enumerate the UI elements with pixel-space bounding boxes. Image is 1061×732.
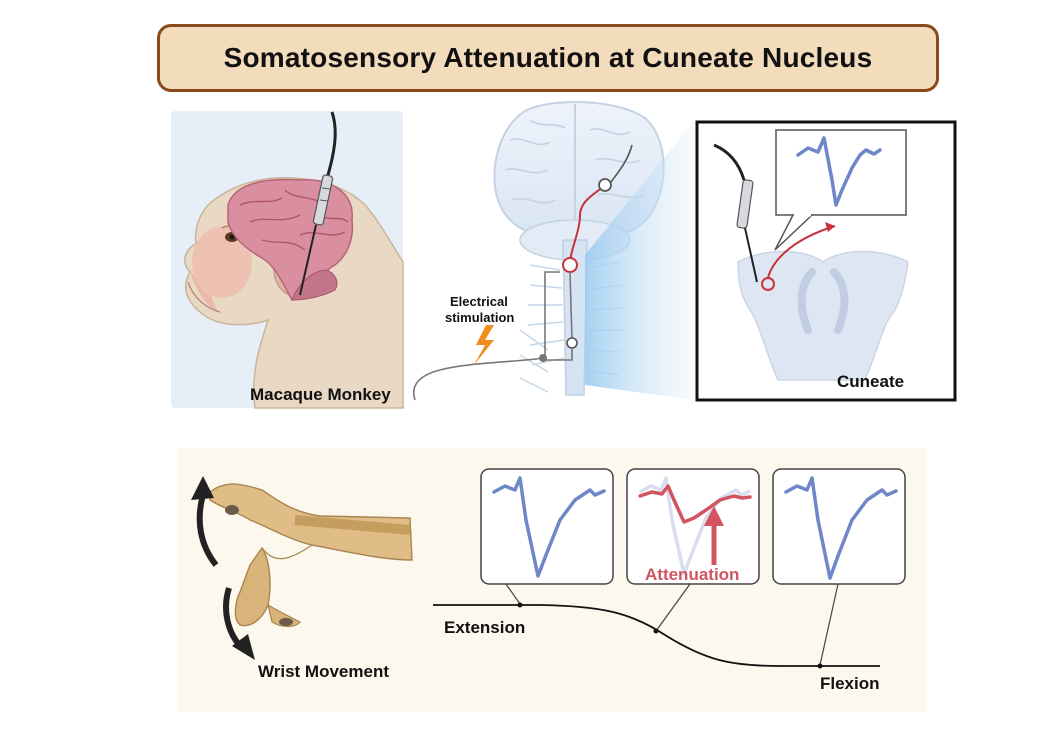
title-banner: Somatosensory Attenuation at Cuneate Nuc…: [157, 24, 939, 92]
spike-waveform-inset: [796, 136, 882, 207]
attenuation-label: Attenuation: [645, 565, 740, 584]
lightning-bolt-icon: [474, 325, 494, 365]
monkey-label: Macaque Monkey: [250, 385, 391, 404]
brain-spinal-illustration: [493, 101, 695, 400]
cuneate-label: Cuneate: [837, 372, 905, 391]
neural-pathway: [413, 144, 633, 401]
spike-panel-extension: [480, 468, 614, 585]
spike-panel-transition: [626, 468, 760, 585]
movement-trajectory: [433, 583, 880, 669]
monkey-head-illustration: [184, 176, 404, 409]
wrist-illustration: [209, 483, 413, 628]
flexion-label: Flexion: [820, 674, 880, 693]
page-title: Somatosensory Attenuation at Cuneate Nuc…: [223, 42, 873, 73]
stimulation-label-line1: Electrical: [450, 294, 508, 309]
electrode-icon: [713, 143, 758, 283]
stimulation-label-line2: stimulation: [445, 310, 515, 325]
electrode-icon: [299, 111, 337, 296]
spike-panel-flexion: [772, 468, 906, 585]
wrist-movement-label: Wrist Movement: [258, 662, 389, 681]
extension-label: Extension: [444, 618, 526, 637]
cuneate-panel: [695, 120, 957, 402]
rotation-arrow-icon: [191, 476, 255, 660]
